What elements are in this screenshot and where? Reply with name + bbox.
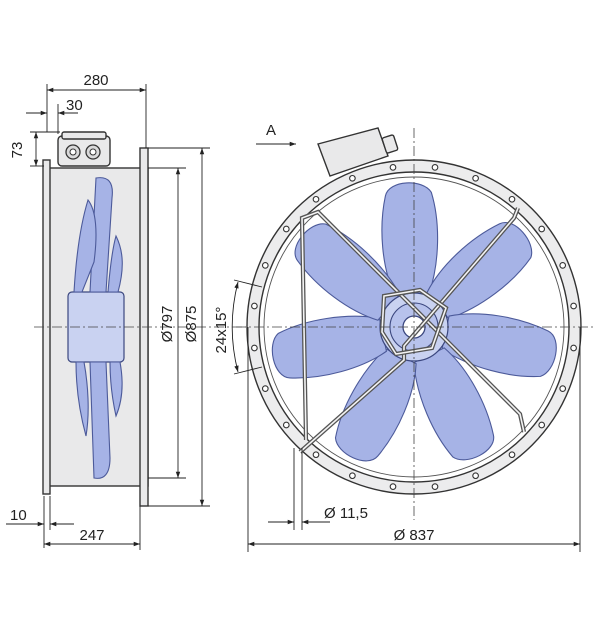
dim-11-5: Ø 11,5 (324, 505, 368, 522)
bolt-hole (349, 174, 356, 182)
dim-24x15: 24x15° (213, 307, 230, 354)
bolt-hole (570, 302, 577, 310)
bolt-hole (282, 421, 290, 429)
bolt-hole (508, 195, 516, 203)
side-blade-2 (73, 198, 97, 293)
side-blade-5 (75, 361, 89, 437)
bolt-hole (389, 483, 397, 490)
front-blades (271, 182, 557, 462)
front-blade (426, 221, 533, 320)
dim-280: 280 (83, 72, 108, 89)
front-dimensions: 24x15° Ø 11,5 Ø 837 (213, 279, 581, 552)
front-view (236, 127, 596, 520)
front-blade (413, 347, 494, 461)
view-arrow-a: A (256, 122, 296, 147)
bolt-hole (472, 174, 479, 182)
dim-247: 247 (79, 527, 104, 544)
side-dimensions: 280 30 73 Ø797 Ø875 10 247 (6, 72, 210, 550)
dim-875: Ø875 (183, 306, 200, 343)
bolt-hole (431, 483, 439, 490)
bolt-hole (251, 302, 258, 310)
front-blade (334, 348, 417, 462)
dim-73: 73 (9, 142, 26, 159)
bolt-hole (570, 344, 577, 352)
bolt-hole (312, 195, 320, 203)
bolt-hole (312, 451, 320, 459)
bolt-hole (538, 421, 546, 429)
side-view (34, 131, 246, 507)
bolt-hole (508, 451, 516, 459)
bolt-hole (472, 472, 479, 480)
side-blade-1 (89, 177, 113, 293)
dim-30: 30 (66, 97, 83, 114)
side-blade-6 (109, 361, 123, 418)
front-blade (441, 313, 557, 378)
bolt-hole (349, 472, 356, 480)
bolt-hole (282, 225, 290, 233)
guard-wires (298, 207, 527, 454)
bolt-hole (261, 385, 269, 392)
front-blade (271, 315, 388, 379)
bolt-hole (559, 385, 567, 392)
view-label-a: A (266, 122, 276, 139)
bolt-hole (431, 164, 439, 171)
bolt-hole (538, 225, 546, 233)
bolt-hole (559, 262, 567, 269)
front-terminal-box (317, 127, 399, 177)
bolt-holes (251, 164, 577, 490)
side-blade-4 (89, 361, 111, 479)
side-blade-3 (107, 234, 123, 293)
bolt-hole (389, 164, 397, 171)
dim-837: Ø 837 (394, 527, 435, 544)
dim-797: Ø797 (159, 306, 176, 343)
front-blade (381, 182, 439, 297)
terminal-box (57, 131, 111, 167)
bolt-hole (251, 344, 258, 352)
bolt-hole (261, 262, 269, 269)
dim-10: 10 (10, 507, 27, 524)
